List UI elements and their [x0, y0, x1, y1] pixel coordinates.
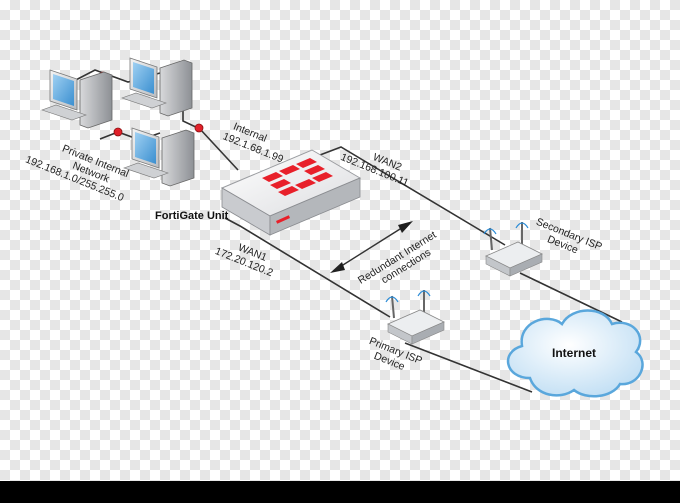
computer-icon: [123, 127, 195, 187]
fortigate-unit-label: FortiGate Unit: [155, 210, 229, 222]
fortinet-logo-icon: [262, 158, 333, 196]
router-icon: [483, 222, 543, 277]
connection-lines: [69, 69, 623, 393]
label-wan1: WAN1 172.20.120.2: [213, 242, 274, 280]
internet-cloud-icon: [506, 309, 644, 398]
primary-internet-link: [404, 342, 533, 393]
connection-dot: [113, 127, 123, 137]
internal-link: [199, 128, 239, 171]
secondary-internet-link: [519, 272, 623, 323]
computer-icon: [121, 57, 193, 117]
label-redundant: Redundant Internet connections: [356, 229, 439, 287]
internet-label: Internet: [552, 346, 596, 360]
bottom-bar: [0, 481, 680, 503]
wan2-link: [319, 146, 506, 246]
router-icon: [385, 290, 445, 345]
label-internal: Internal 192.1.68.1.99: [221, 121, 285, 166]
redundant-arrow: [334, 223, 409, 271]
arrowhead-icon: [398, 221, 413, 233]
computer-icon: [41, 69, 113, 129]
status-led: [275, 215, 291, 224]
connection-dot: [194, 123, 204, 133]
fortigate-unit-icon: [220, 149, 362, 236]
wan1-link: [224, 217, 391, 318]
arrowhead-icon: [330, 262, 345, 273]
label-private-network: Private Internal Network 192.168.1.0/255…: [24, 143, 131, 205]
